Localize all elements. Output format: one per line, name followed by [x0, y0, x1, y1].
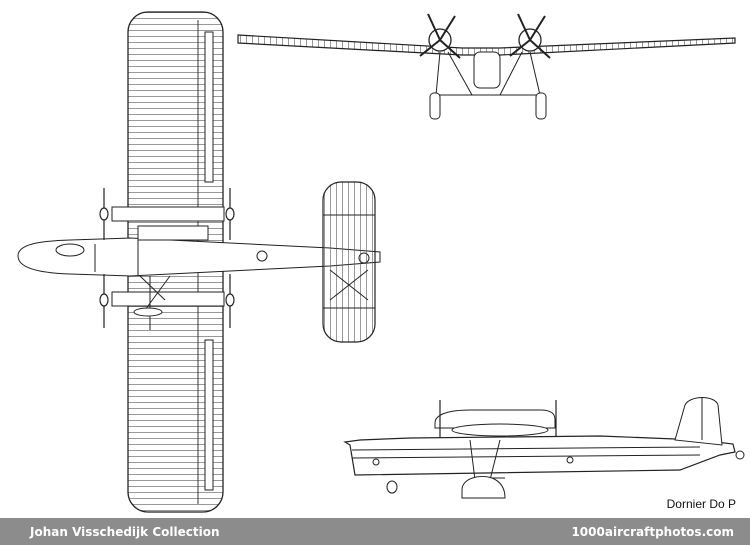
propeller-front-upper: [99, 188, 109, 240]
side-wheel: [461, 476, 506, 499]
front-view: [237, 13, 736, 120]
front-wheel-right: [535, 92, 547, 120]
side-view: [343, 397, 745, 499]
engine-nacelle-upper: [111, 206, 225, 222]
collection-credit: Johan Visschedijk Collection: [30, 524, 220, 539]
aileron-upper: [204, 31, 214, 183]
website-credit[interactable]: 1000aircraftphotos.com: [571, 524, 734, 539]
front-fuselage: [473, 51, 501, 89]
aircraft-caption: Dornier Do P: [666, 497, 736, 511]
side-fuselage: [343, 435, 736, 476]
propeller-rear-upper: [225, 188, 235, 240]
propeller-rear-lower: [225, 274, 235, 328]
propeller-front-lower: [99, 274, 109, 328]
front-wheel-left: [429, 92, 441, 120]
cockpit-canopy: [55, 243, 85, 257]
plan-tailplane: [322, 181, 376, 343]
three-view-drawing: [17, 11, 745, 513]
plan-view: [17, 11, 381, 513]
side-fin: [674, 397, 723, 446]
side-engine-pod: [434, 409, 556, 429]
aileron-lower: [204, 339, 214, 491]
front-wing: [237, 34, 736, 56]
plan-fuselage: [17, 237, 381, 277]
footer-bar: Johan Visschedijk Collection 1000aircraf…: [0, 518, 750, 545]
engine-nacelle-lower: [111, 291, 225, 307]
